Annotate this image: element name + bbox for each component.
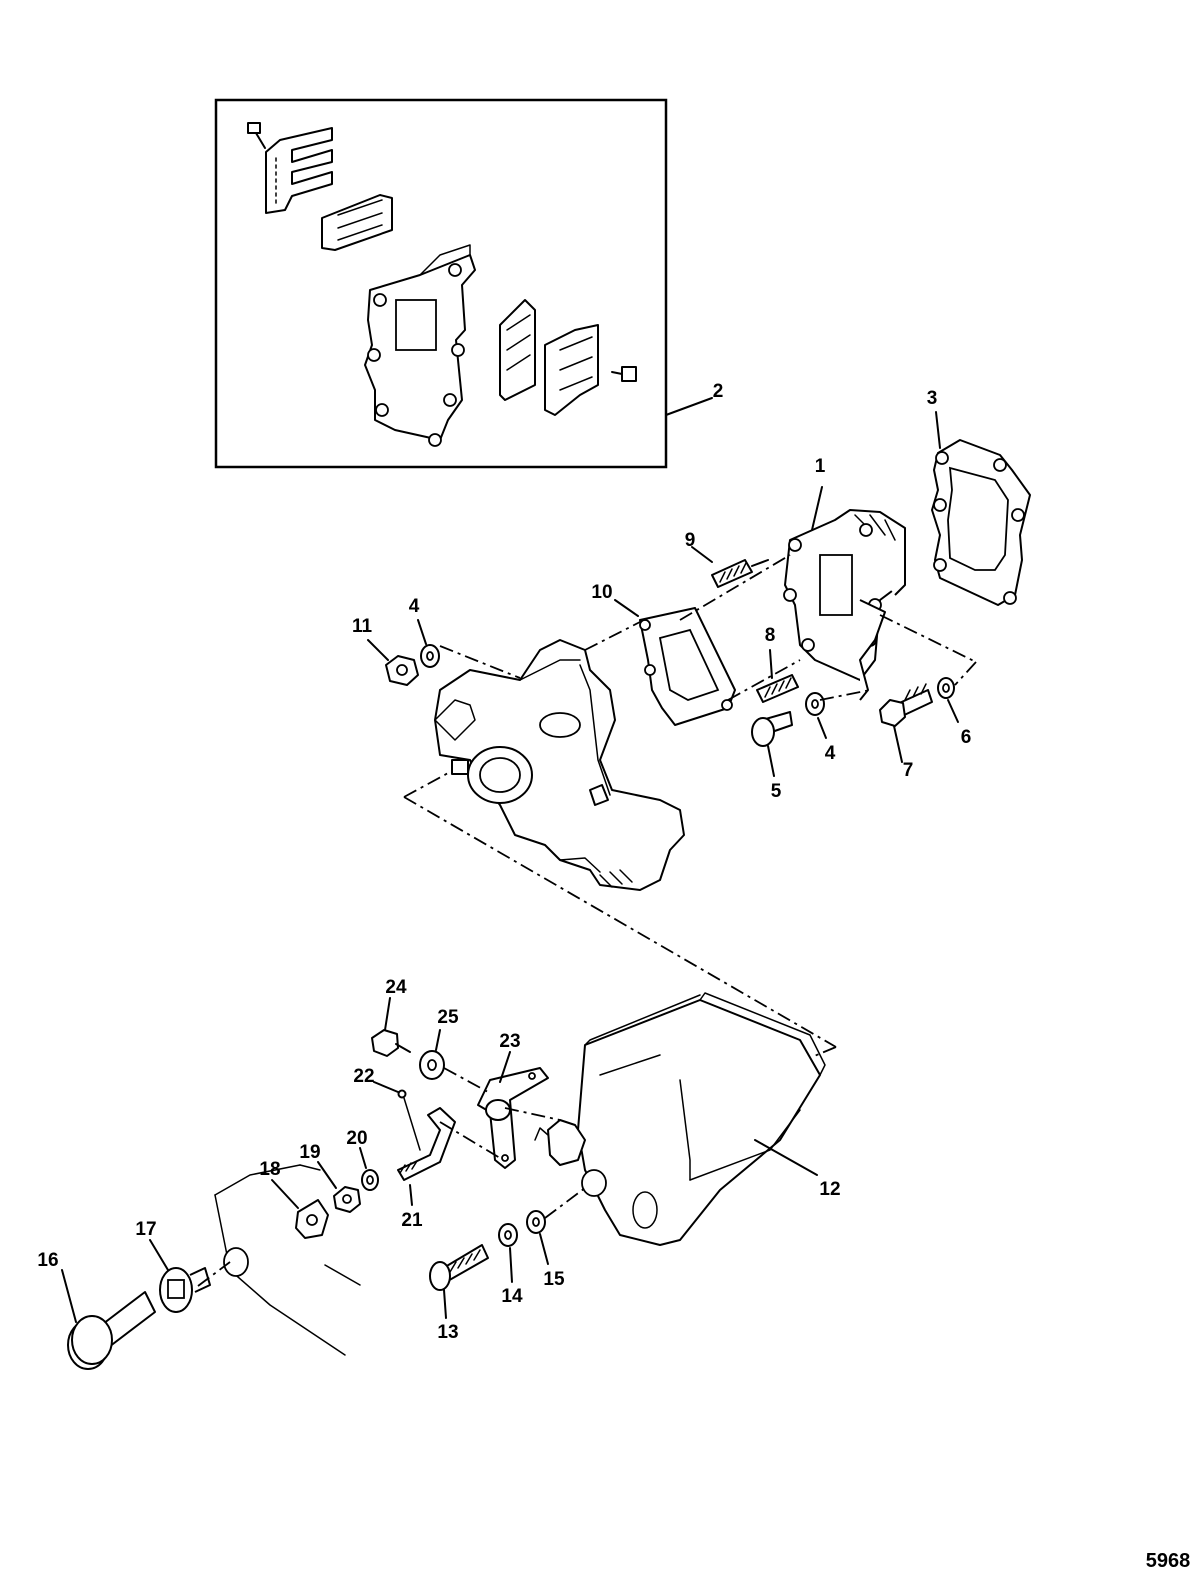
callout-3: 3 <box>927 388 938 409</box>
leader-16 <box>61 1269 77 1323</box>
nut-19 <box>333 1186 361 1213</box>
intake-body <box>434 639 685 891</box>
dash-link <box>439 1121 501 1159</box>
bolt-5 <box>751 711 793 747</box>
lever-23 <box>477 1067 549 1169</box>
washer-4b <box>805 692 825 716</box>
callout-20: 20 <box>346 1128 367 1149</box>
washer-20 <box>361 1169 379 1191</box>
inset-reed-block <box>364 244 476 447</box>
callout-21: 21 <box>401 1210 423 1231</box>
dash-screw <box>544 1187 586 1219</box>
screw-24 <box>371 1029 411 1057</box>
clip-22 <box>397 1089 421 1151</box>
leader-13 <box>443 1289 447 1319</box>
callout-12: 12 <box>819 1179 840 1200</box>
reed-block-1 <box>783 509 906 701</box>
nut-11 <box>385 655 419 686</box>
inset-screw <box>247 122 266 149</box>
callout-25: 25 <box>437 1007 459 1028</box>
screw-13 <box>429 1244 489 1291</box>
cowl-panel <box>214 1164 361 1356</box>
leader-7 <box>893 725 903 763</box>
callout-10: 10 <box>591 582 612 603</box>
leader-25 <box>435 1029 441 1051</box>
dash-lever-2 <box>504 1107 561 1121</box>
callout-11: 11 <box>352 616 373 637</box>
callout-22: 22 <box>353 1066 374 1087</box>
callout-14: 14 <box>501 1286 523 1307</box>
cover-bracket <box>534 1119 586 1166</box>
leader-4b <box>817 717 827 739</box>
callout-2: 2 <box>713 381 724 402</box>
inset-reed-petals <box>321 194 393 251</box>
washer-4a <box>420 644 440 668</box>
callout-24: 24 <box>385 977 407 998</box>
callout-4a: 4 <box>409 596 420 617</box>
leader-1 <box>811 486 823 531</box>
gasket-10 <box>639 607 736 726</box>
callout-5: 5 <box>771 781 782 802</box>
leader-17 <box>149 1239 169 1271</box>
callout-6: 6 <box>961 727 972 748</box>
callout-18: 18 <box>259 1159 280 1180</box>
callout-16: 16 <box>37 1250 58 1271</box>
callout-4b: 4 <box>825 743 836 764</box>
reed-kit-inset <box>214 98 668 469</box>
callout-1: 1 <box>815 456 826 477</box>
leader-20 <box>359 1147 367 1169</box>
callout-9: 9 <box>685 530 696 551</box>
callout-8: 8 <box>765 625 776 646</box>
stud-8 <box>756 674 799 703</box>
inset-reed-petals-2 <box>499 299 536 401</box>
leader-5 <box>767 745 775 777</box>
dash-lever <box>443 1067 489 1093</box>
leader-11 <box>367 639 389 661</box>
washer-14 <box>498 1223 518 1247</box>
bushing-17 <box>159 1267 211 1313</box>
leader-19 <box>317 1161 337 1189</box>
leader-14 <box>509 1247 513 1283</box>
leader-9 <box>691 546 713 563</box>
dash-knob <box>197 1261 231 1287</box>
leader-23 <box>499 1051 511 1083</box>
leader-22 <box>373 1081 399 1093</box>
bolt-7 <box>879 683 933 727</box>
leader-6 <box>947 699 959 723</box>
plate-18 <box>295 1199 329 1239</box>
leader-24 <box>384 997 391 1031</box>
callout-7: 7 <box>903 760 914 781</box>
callout-17: 17 <box>135 1219 156 1240</box>
figure-id: 5968 <box>1146 1550 1191 1572</box>
gasket-3 <box>931 439 1031 606</box>
leader-21 <box>409 1184 413 1206</box>
callout-19: 19 <box>299 1142 320 1163</box>
leader-12 <box>754 1139 818 1176</box>
inset-reed-stop-2 <box>544 324 599 416</box>
stud-9 <box>711 559 769 588</box>
washer-25 <box>419 1050 445 1080</box>
leader-8 <box>769 649 773 679</box>
inset-screw-2 <box>611 366 637 382</box>
leader-2 <box>665 397 713 416</box>
callout-13: 13 <box>437 1322 458 1343</box>
leader-4a <box>417 619 427 645</box>
callout-23: 23 <box>499 1031 520 1052</box>
link-rod-21 <box>397 1107 456 1181</box>
lockwasher-15 <box>526 1210 546 1234</box>
washer-6 <box>937 677 955 699</box>
leader-18 <box>271 1179 299 1209</box>
assembly-lines-upper <box>403 554 977 1058</box>
leader-15 <box>539 1233 549 1265</box>
callout-15: 15 <box>543 1269 565 1290</box>
leader-3 <box>935 411 941 449</box>
callout-labels: 1 2 3 4 4 5 6 7 8 9 10 11 12 13 14 15 16… <box>37 381 971 1343</box>
silencer-cover-12 <box>577 992 826 1246</box>
inset-reed-stop <box>265 127 333 214</box>
leader-10 <box>614 599 639 617</box>
knob-16 <box>67 1291 156 1370</box>
